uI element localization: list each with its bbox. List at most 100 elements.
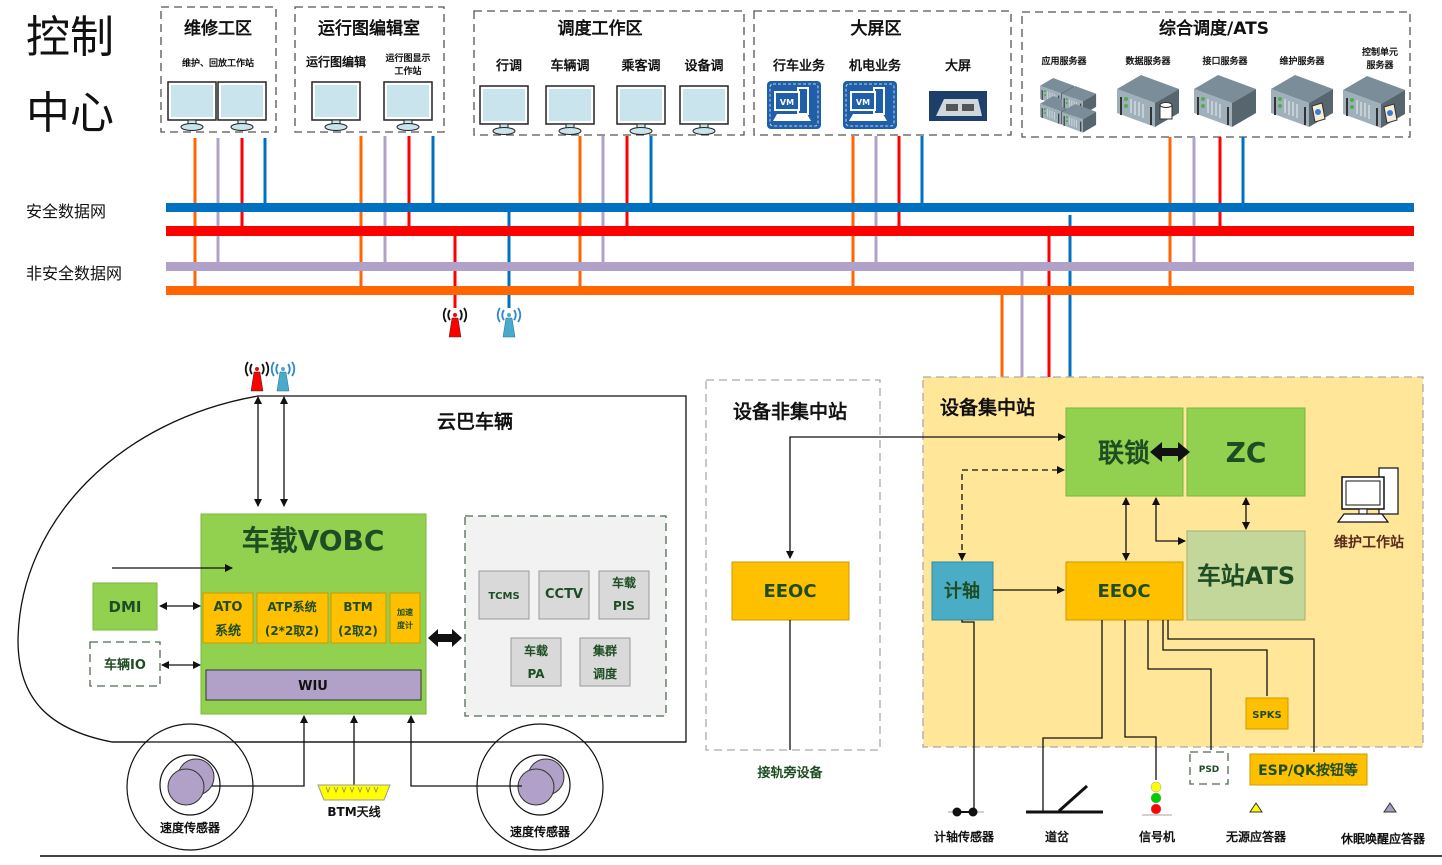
field-device-label: 休眠唤醒应答器 xyxy=(1340,831,1426,846)
vm-icon xyxy=(842,80,898,130)
module-atp-line1: ATP系统 xyxy=(267,599,316,614)
module-ato-line1: ATO xyxy=(214,600,243,615)
workstation-label: 行车业务 xyxy=(772,58,826,74)
svg-text:集群: 集群 xyxy=(592,643,617,658)
non-central-eeoc-label: EEOC xyxy=(763,581,816,602)
vehicle-io-box xyxy=(89,641,161,687)
station-ats-box xyxy=(1186,530,1306,621)
monitor-icon xyxy=(311,81,361,132)
monitor-icon xyxy=(383,81,433,132)
subsystem-tcms: TCMS xyxy=(478,570,530,620)
wireless-antenna-red-icon xyxy=(442,307,468,338)
zone-title: 综合调度/ATS xyxy=(1159,18,1269,39)
server-label-line1: 控制单元 xyxy=(1362,46,1398,58)
psd-label: PSD xyxy=(1199,765,1220,775)
server-stack-icon xyxy=(1039,77,1097,134)
interlock-label: 联锁 xyxy=(1098,438,1150,469)
monitor-icon xyxy=(479,85,529,136)
esp-qk-label: ESP/QK按钮等 xyxy=(1258,762,1358,779)
zone-maintenance-area: 维修工区 维护、回放工作站 xyxy=(160,6,277,133)
wiu-box xyxy=(205,669,422,701)
workstation-label-line2: 工作站 xyxy=(394,65,421,77)
module-btm xyxy=(330,592,387,644)
svg-text:调度: 调度 xyxy=(593,666,618,681)
btm-antenna-label: BTM天线 xyxy=(327,804,380,819)
zc-box xyxy=(1186,407,1306,497)
field-device-label: 道岔 xyxy=(1045,829,1070,844)
workstation-label: 车辆调 xyxy=(550,58,589,74)
module-btm-line2: (2取2) xyxy=(338,624,378,638)
module-atp xyxy=(256,592,329,644)
web-server-icon xyxy=(1342,75,1406,129)
esp-qk-box xyxy=(1249,753,1368,786)
monitor-icon xyxy=(167,81,217,132)
zone-dispatch-area: 调度工作区 行调 车辆调 乘客调 设备调 xyxy=(473,10,745,136)
control-center-title-line2: 中心 xyxy=(26,88,114,139)
monitor-icon xyxy=(545,85,595,136)
zc-label: ZC xyxy=(1226,436,1267,469)
spks-box xyxy=(1245,697,1289,730)
zone-title: 维修工区 xyxy=(184,18,252,39)
zone-title: 调度工作区 xyxy=(558,18,643,39)
workstation-label: 机电业务 xyxy=(849,58,902,74)
zone-big-screen-area: 大屏区 行车业务 机电业务 大屏 xyxy=(753,10,1012,136)
module-atp-line2: (2*2取2) xyxy=(265,624,319,638)
field-wiring xyxy=(961,620,1315,812)
wireless-antenna-blue-icon xyxy=(496,307,522,338)
central-station-title: 设备集中站 xyxy=(940,396,1035,419)
trackside-label: 接轨旁设备 xyxy=(757,765,823,781)
server-label: 应用服务器 xyxy=(1041,55,1087,67)
field-device-label: 无源应答器 xyxy=(1225,829,1287,844)
central-eeoc-box xyxy=(1065,561,1184,621)
wiu-label: WIU xyxy=(298,679,328,694)
non-central-station-title: 设备非集中站 xyxy=(733,400,847,423)
passive-balise-icon xyxy=(1249,802,1263,813)
wheel-left: 速度传感器 xyxy=(126,723,254,851)
vm-icon xyxy=(766,80,822,130)
signal-light-icon xyxy=(1142,781,1172,816)
vehicle-antenna-red-icon xyxy=(244,361,270,392)
zone-title: 大屏区 xyxy=(851,18,902,39)
workstation-label: 设备调 xyxy=(684,58,723,74)
workstation-label: 乘客调 xyxy=(620,58,660,74)
monitor-icon xyxy=(217,81,267,132)
subsystem-trunk-dispatch: 集群 调度 xyxy=(579,637,631,687)
axle-sensor-icon xyxy=(948,807,984,817)
module-accelerometer-line1: 加速 xyxy=(396,607,413,617)
web-server-icon xyxy=(1270,74,1334,128)
vobc-box: 车载VOBC ATO 系统 ATP系统 (2*2取2) BTM (2取2) 加速… xyxy=(112,513,427,715)
workstation-label: 行调 xyxy=(495,58,522,74)
speed-sensor-label: 速度传感器 xyxy=(510,824,571,839)
monitor-icon xyxy=(616,85,666,136)
workstation-label: 大屏 xyxy=(945,58,971,74)
module-ato-line2: 系统 xyxy=(215,623,241,639)
monitor-icon xyxy=(679,85,729,136)
wake-balise-icon xyxy=(1383,802,1397,813)
svg-text:车载: 车载 xyxy=(524,643,548,658)
vehicle-body xyxy=(17,395,687,743)
svg-text:车载: 车载 xyxy=(612,575,636,590)
psd-box xyxy=(1189,751,1229,785)
svg-text:PIS: PIS xyxy=(613,599,635,613)
vehicle-antenna-blue-icon xyxy=(270,361,296,392)
database-server-icon xyxy=(1116,74,1180,128)
network-drops xyxy=(193,136,1245,377)
vehicle-io-label: 车辆IO xyxy=(104,657,146,673)
speed-sensor-label: 速度传感器 xyxy=(160,820,221,835)
server-icon xyxy=(1193,74,1257,128)
switch-icon xyxy=(1026,784,1103,814)
zone-title: 运行图编辑室 xyxy=(318,18,420,39)
svg-text:PA: PA xyxy=(528,667,546,681)
module-ato xyxy=(202,592,254,644)
maintenance-workstation-icon xyxy=(1336,467,1399,523)
axle-counter-label: 计轴 xyxy=(944,580,980,602)
axle-counter-box xyxy=(931,561,994,621)
station-ats-label: 车站ATS xyxy=(1197,562,1295,590)
server-label: 维护服务器 xyxy=(1279,55,1325,67)
workstation-label: 运行图编辑 xyxy=(306,54,366,69)
central-eeoc-label: EEOC xyxy=(1097,581,1150,602)
workstation-label-line1: 运行图显示 xyxy=(385,52,430,64)
subsystem-pa: 车载 PA xyxy=(510,637,562,687)
server-label-line2: 服务器 xyxy=(1366,59,1394,71)
